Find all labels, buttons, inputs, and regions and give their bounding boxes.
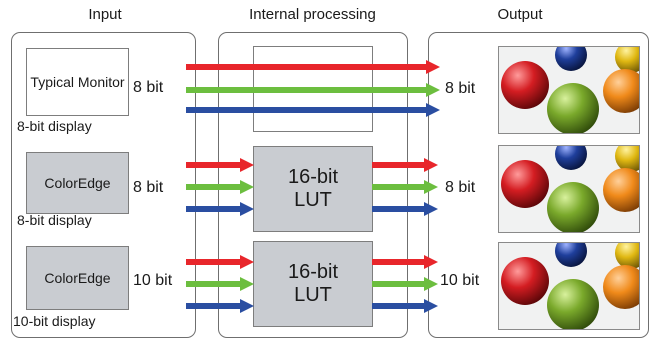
lut-title: 16-bit [287,166,339,188]
spheres-image [498,242,640,330]
rgb-arrow-icon [186,202,254,216]
header-output: Output [497,6,543,23]
rgb-arrow-icon [372,202,438,216]
header-input: Input [88,6,122,23]
coloredge-box: ColorEdge [26,246,129,310]
device-label: Typical Monitor [30,73,125,90]
rgb-arrow-icon [186,103,440,117]
lut-box: 16-bit LUT [253,241,373,327]
rgb-arrow-icon [372,255,438,269]
rgb-arrow-icon [186,158,254,172]
output-bits-label: 8 bit [445,179,476,196]
display-caption: 8-bit display [17,118,92,134]
header-processing: Internal processing [249,6,376,23]
rgb-arrow-icon [372,277,438,291]
input-bits-label: 8 bit [133,79,164,96]
lut-title: 16-bit [287,261,339,283]
lut-subtitle: LUT [294,189,332,211]
spheres-image [498,145,640,233]
lut-subtitle: LUT [294,284,332,306]
display-caption: 10-bit display [13,313,96,329]
coloredge-box: ColorEdge [26,152,129,214]
rgb-arrow-icon [186,277,254,291]
device-label: ColorEdge [44,269,111,286]
input-bits-label: 10 bit [133,272,173,289]
rgb-arrow-icon [186,255,254,269]
output-bits-label: 10 bit [440,272,480,289]
lut-box: 16-bit LUT [253,146,373,232]
output-bits-label: 8 bit [445,80,476,97]
rgb-arrow-icon [372,299,438,313]
rgb-arrow-icon [186,60,440,74]
rgb-arrow-icon [186,83,440,97]
input-bits-label: 8 bit [133,179,164,196]
device-label: ColorEdge [44,174,111,191]
rgb-arrow-icon [186,299,254,313]
spheres-image [498,46,640,134]
typical-monitor-box: Typical Monitor [26,48,129,116]
rgb-arrow-icon [372,158,438,172]
display-caption: 8-bit display [17,212,92,228]
rgb-arrow-icon [186,180,254,194]
rgb-arrow-icon [372,180,438,194]
